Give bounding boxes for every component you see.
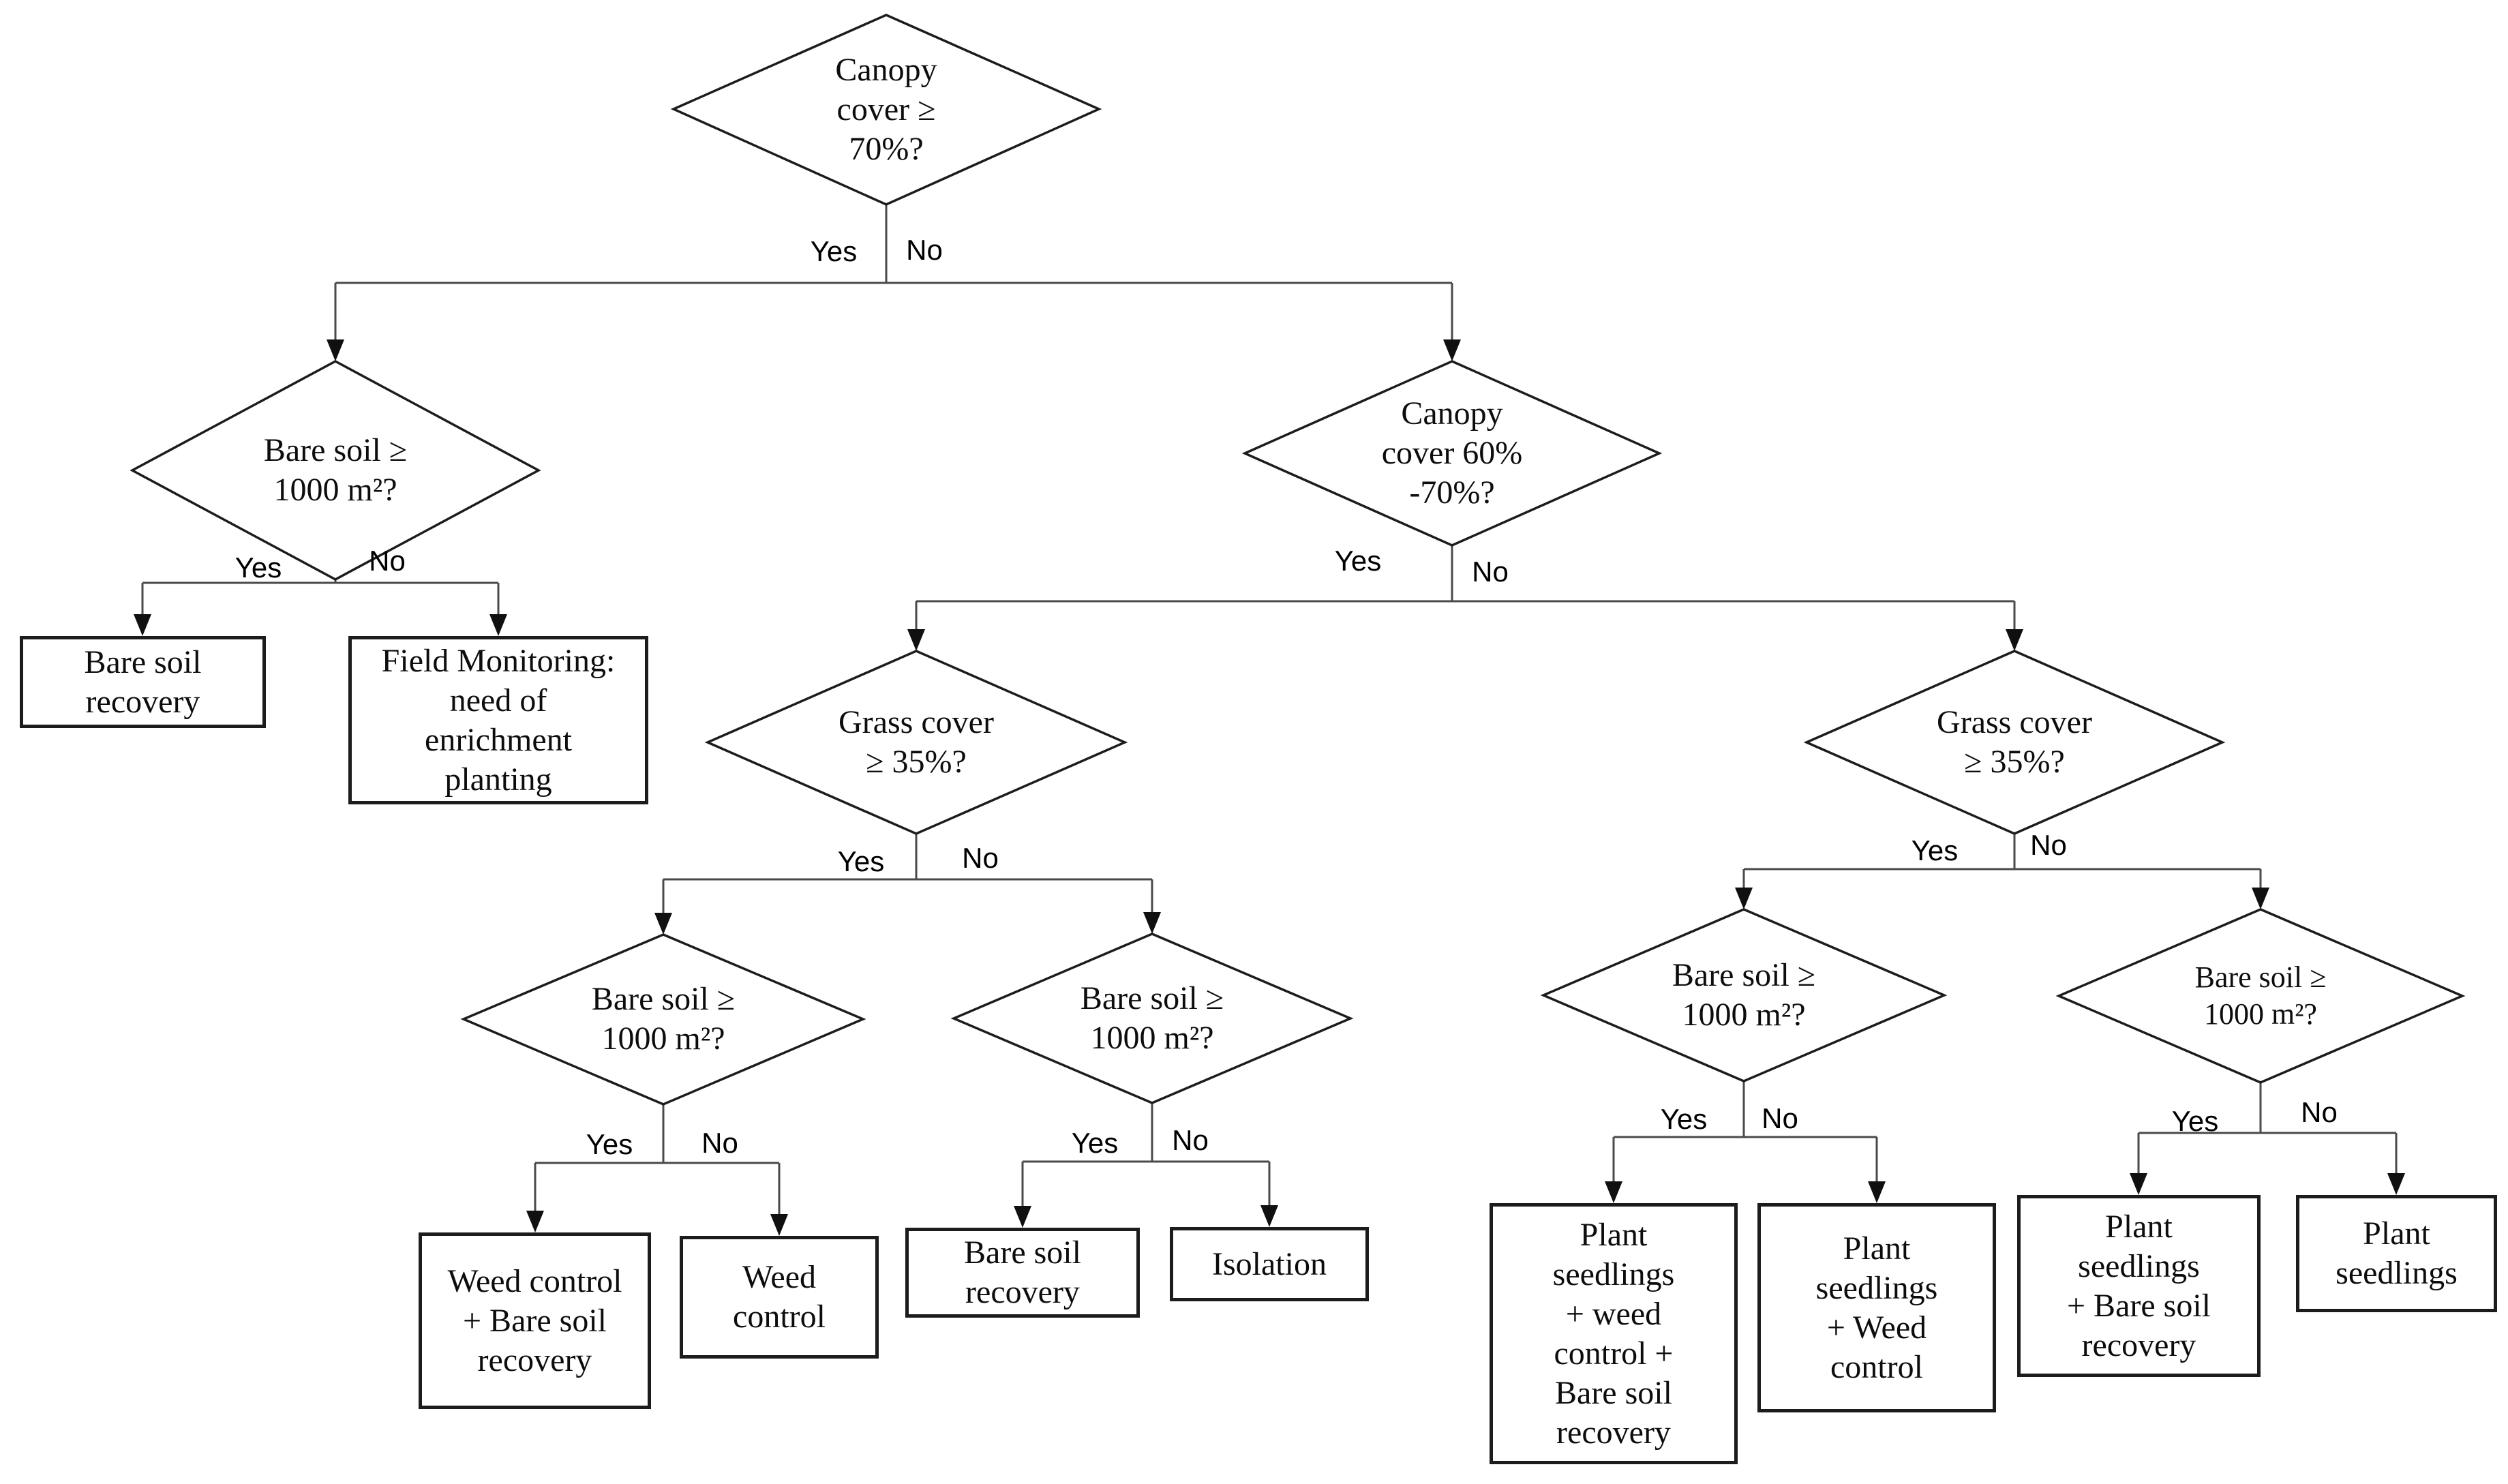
arrowhead-into-field-monitoring	[489, 614, 507, 636]
arrowhead-into-bare-mid-right	[1143, 912, 1161, 934]
branch-label-bare-mid-right-yes: Yes	[1071, 1127, 1119, 1159]
edge-bare-mid-left-split	[534, 1104, 781, 1217]
branch-label-canopy60-no: No	[1472, 556, 1509, 588]
branch-label-bare-mid-left-yes: Yes	[586, 1128, 633, 1160]
arrowhead-into-canopy60	[1443, 339, 1461, 361]
edge-grass-mid-split	[662, 834, 1153, 915]
arrowhead-into-bare-right-left	[1735, 888, 1753, 909]
action-isolation: Isolation	[1170, 1227, 1369, 1301]
arrowhead-into-plant	[2387, 1173, 2405, 1195]
branch-label-grass-right-yes: Yes	[1911, 834, 1959, 866]
action-plant: Plant seedlings	[2296, 1195, 2497, 1312]
branch-label-bare-right-right-no: No	[2301, 1096, 2338, 1128]
arrowhead-into-plant-weed-bare	[1605, 1181, 1622, 1203]
decision-grass-right-shape	[1803, 650, 2226, 835]
arrowhead-into-bare-soil-recovery-mid	[1014, 1206, 1031, 1228]
decision-grass-mid-shape	[704, 650, 1128, 835]
arrowhead-into-plant-bare	[2130, 1173, 2147, 1195]
branch-label-grass-mid-yes: Yes	[837, 845, 885, 877]
action-plant-bare: Plant seedlings + Bare soil recovery	[2017, 1195, 2261, 1377]
action-bare-soil-recovery-left: Bare soil recovery	[20, 636, 266, 728]
arrowhead-into-grass-right	[2006, 629, 2023, 651]
arrowhead-into-bare-mid-left	[654, 913, 672, 935]
branch-label-bare-mid-right-no: No	[1172, 1124, 1209, 1156]
edge-bare-left-split	[141, 579, 500, 617]
branch-label-bare-mid-left-no: No	[701, 1127, 738, 1159]
action-weed-control: Weed control	[680, 1236, 879, 1359]
branch-label-grass-right-no: No	[2030, 829, 2067, 861]
arrowhead-into-grass-mid	[907, 629, 925, 651]
decision-bare-mid-right-shape	[950, 933, 1354, 1104]
arrowhead-into-bare-soil-recovery-left	[134, 614, 151, 636]
edge-canopy60-split	[915, 545, 2016, 632]
decision-bare-right-right-shape	[2055, 908, 2466, 1084]
branch-label-bare-left-yes: Yes	[235, 551, 282, 584]
arrowhead-into-isolation	[1260, 1205, 1278, 1227]
decision-bare-left-shape	[130, 360, 541, 581]
branch-label-canopy60-yes: Yes	[1334, 545, 1382, 577]
decision-bare-mid-left-shape	[460, 933, 866, 1106]
action-field-monitoring: Field Monitoring: need of enrichment pla…	[348, 636, 648, 804]
action-bare-soil-recovery-mid: Bare soil recovery	[905, 1228, 1140, 1318]
action-plant-weed: Plant seedlings + Weed control	[1757, 1203, 1996, 1412]
arrowhead-into-weed-control	[770, 1214, 788, 1236]
edge-canopy70-split	[334, 205, 1453, 342]
arrowhead-into-bare-right-right	[2252, 888, 2269, 909]
branch-label-canopy70-no: No	[906, 234, 943, 266]
arrowhead-into-plant-weed	[1868, 1181, 1886, 1203]
decision-canopy60-shape	[1241, 360, 1663, 547]
arrowhead-into-bare-left	[327, 339, 344, 361]
edge-bare-right-left-split	[1612, 1081, 1878, 1184]
arrowhead-into-weed-control-bare-soil	[526, 1211, 544, 1232]
branch-label-bare-right-right-yes: Yes	[2171, 1105, 2219, 1137]
edge-bare-mid-right-split	[1021, 1103, 1271, 1209]
action-weed-control-bare-soil: Weed control + Bare soil recovery	[419, 1232, 651, 1409]
decision-canopy70-shape	[670, 14, 1102, 206]
decision-bare-right-left-shape	[1540, 908, 1948, 1082]
branch-label-bare-left-no: No	[369, 545, 406, 577]
branch-label-canopy70-yes: Yes	[810, 235, 858, 267]
edge-bare-right-right-split	[2137, 1082, 2398, 1176]
branch-label-bare-right-left-yes: Yes	[1660, 1103, 1708, 1135]
edge-grass-right-split	[1742, 834, 2262, 890]
branch-label-bare-right-left-no: No	[1762, 1102, 1798, 1134]
action-plant-weed-bare: Plant seedlings + weed control + Bare so…	[1490, 1203, 1738, 1464]
branch-label-grass-mid-no: No	[962, 842, 999, 874]
